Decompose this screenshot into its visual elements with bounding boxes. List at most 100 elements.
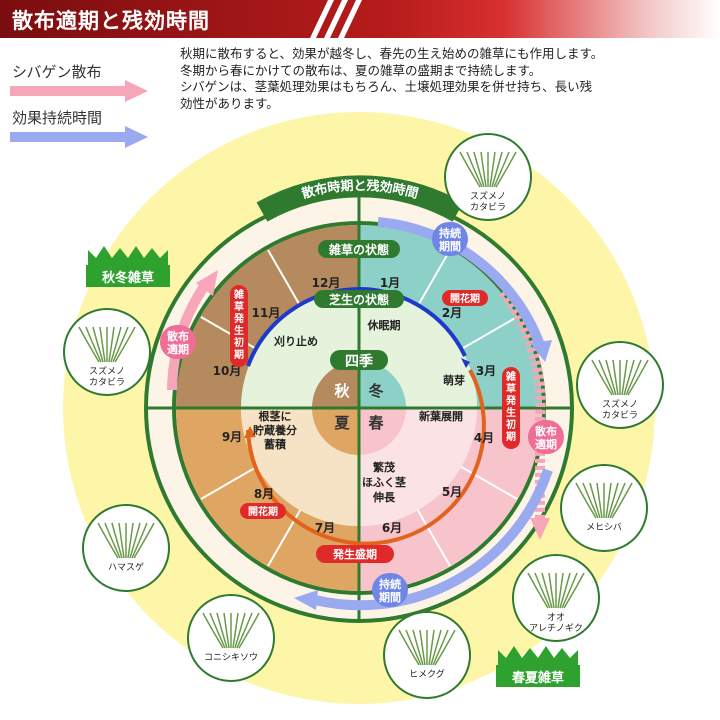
vertical-tag-char: 初 (506, 418, 516, 431)
center-spring (359, 408, 406, 455)
description: 秋期に散布すると、効果が越冬し、春先の生え始めの雑草にも作用します。 冬期から春… (180, 46, 715, 112)
legend-application-label: シバゲン散布 (12, 63, 102, 81)
page-title: 散布適期と残効時間 (12, 9, 210, 33)
season-summer: 夏 (333, 414, 350, 432)
early-tag-autumn (230, 285, 248, 367)
turf-storage-line: 蓄積 (264, 437, 287, 451)
month-label: 2月 (442, 306, 462, 320)
legend-persistence-label: 効果持続時間 (12, 109, 103, 127)
plant-name: オオ (547, 612, 565, 623)
month-label: 11月 (252, 306, 281, 320)
summer-persistence-arrowhead (294, 590, 318, 610)
plant-illustration: メヒシバ (560, 464, 648, 552)
plant-name: アレチノギク (529, 623, 583, 634)
apply-pill-autumn-line: 適期 (167, 342, 189, 356)
spring-summer-badge: 春夏雑草 (496, 646, 580, 687)
description-line: 効性があります。 (180, 95, 279, 111)
month-label: 1月 (380, 276, 400, 290)
summer-persistence-arrow (313, 468, 553, 611)
center-summer (312, 408, 359, 455)
svg-text:春夏雑草: 春夏雑草 (511, 670, 564, 686)
plant-name: ヒメクグ (409, 668, 445, 680)
plant-name: ハマスゲ (108, 561, 144, 573)
center-label-box (330, 350, 388, 370)
vertical-tag-char: 草 (506, 382, 516, 395)
apply-pill-autumn (160, 325, 196, 359)
description-line: シバゲンは、茎葉処理効果はもちろん、土壌処理効果を併せ持ち、長い残 (180, 79, 593, 94)
vertical-tag-char: 生 (234, 324, 244, 337)
persist-pill-winter-line: 期間 (439, 239, 461, 253)
turf-growth-line: 繁茂 (372, 460, 395, 474)
persist-pill-summer-line: 持続 (379, 577, 401, 591)
center-autumn (312, 361, 359, 408)
plant-name: カタビラ (89, 377, 125, 388)
banner-stripes (310, 0, 362, 38)
plant-name: スズメノ (89, 365, 125, 377)
flower-tag-winter-text: 開花期 (450, 292, 480, 305)
season-spring: 春 (368, 414, 383, 432)
apply-pill-spring-line: 適期 (535, 437, 557, 451)
persist-pill-summer (372, 573, 408, 607)
persist-pill-winter (432, 222, 468, 256)
spring-application-arrowhead (530, 518, 550, 540)
vertical-tag-char: 発 (233, 312, 245, 325)
turf-growth-line: ほふく茎 (362, 475, 406, 489)
turf-growth-line: 伸長 (372, 490, 396, 504)
winter-persistence-arrowhead (530, 340, 552, 362)
peak-tag-text: 発生盛期 (332, 547, 377, 561)
spring-application-arrow (498, 289, 546, 520)
month-label: 8月 (254, 487, 274, 501)
turf-label-box (314, 290, 404, 308)
flower-tag-winter (442, 290, 488, 306)
vertical-tag-char: 初 (234, 336, 244, 349)
center-label: 四季 (345, 353, 373, 370)
title-banner: 散布適期と残効時間 (0, 0, 720, 38)
blue-arc-arrowhead (461, 358, 470, 368)
plant-name: カタビラ (470, 202, 506, 213)
month-label: 10月 (213, 364, 242, 378)
legend-persistence-arrow (10, 126, 148, 148)
month-label: 6月 (382, 521, 402, 535)
persist-pill-summer-line: 期間 (379, 590, 401, 604)
month-label: 4月 (474, 431, 494, 445)
plant-name: スズメノ (470, 190, 506, 202)
description-line: 冬期から春にかけての散布は、夏の雑草の盛期まで持続します。 (180, 62, 542, 78)
vertical-tag-char: 生 (506, 406, 516, 419)
turf-storage-line: 根茎に (259, 409, 292, 423)
plant-name: スズメノ (602, 398, 638, 410)
plant-name: カタビラ (602, 410, 638, 421)
plant-illustration: ヒメクグ (383, 611, 471, 699)
vertical-tag-char: 草 (234, 300, 244, 313)
center-winter (359, 361, 406, 408)
turf-dormant: 休眠期 (367, 318, 401, 332)
early-tag-spring (502, 367, 520, 449)
vertical-tag-char: 期 (506, 430, 516, 443)
plant-illustration: コニシキソウ (187, 594, 275, 682)
vertical-tag-char: 雑 (233, 288, 244, 301)
apply-pill-spring (528, 420, 564, 454)
description-line: 秋期に散布すると、効果が越冬し、春先の生え始めの雑草にも作用します。 (180, 46, 604, 61)
weed-state-label: 雑草の状態 (328, 242, 389, 257)
plant-name: コニシキソウ (204, 652, 258, 663)
turf-mowing: 刈り止め (274, 334, 318, 348)
weed-label-box (318, 240, 400, 258)
persist-pill-winter-line: 持続 (439, 226, 461, 240)
month-label: 9月 (222, 430, 242, 444)
legend-application-arrow (10, 80, 148, 102)
flower-tag-summer-text: 開花期 (248, 505, 278, 518)
plant-illustration: ハマスゲ (82, 504, 170, 592)
season-autumn: 秋 (334, 382, 350, 400)
apply-pill-spring-line: 散布 (535, 424, 557, 438)
season-winter: 冬 (368, 382, 383, 400)
month-label: 7月 (315, 521, 335, 535)
peak-tag (316, 545, 394, 563)
turf-state-label: 芝生の状態 (329, 292, 389, 307)
month-label: 12月 (312, 276, 341, 290)
turf-new-leaf: 新葉展開 (419, 409, 463, 423)
autumn-winter-badge: 秋冬雑草 (86, 246, 170, 287)
autumn-application-arrowhead (196, 270, 218, 296)
flower-tag-summer (240, 503, 286, 519)
